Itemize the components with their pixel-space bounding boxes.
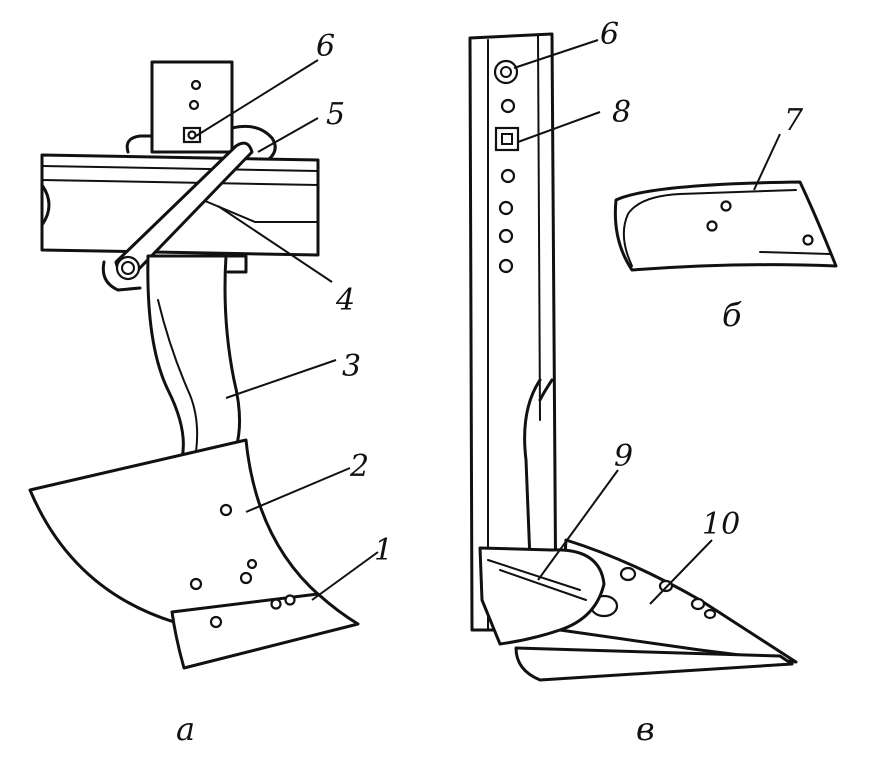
label-7: 7 xyxy=(784,103,804,138)
beam-flange xyxy=(197,197,319,223)
wing-hole xyxy=(706,220,718,232)
share-hole xyxy=(690,597,706,611)
wing-edge xyxy=(627,189,797,215)
rack-hole xyxy=(500,168,516,184)
rack-hole xyxy=(498,228,514,244)
beam-edge xyxy=(41,179,319,186)
rack-brace-top xyxy=(538,378,554,402)
label-3: 3 xyxy=(342,349,361,384)
mouldboard-hole xyxy=(219,503,233,517)
wing-edge xyxy=(622,213,633,267)
leaders-figure-v xyxy=(513,39,781,605)
share-base-plate xyxy=(514,646,794,682)
leader-3 xyxy=(225,359,337,399)
leader-6-right xyxy=(513,39,599,69)
label-10: 10 xyxy=(702,507,740,542)
label-6-left: 6 xyxy=(316,29,335,64)
leader-4 xyxy=(217,205,333,283)
leader-7 xyxy=(753,133,781,191)
u-bolt-lower-boss xyxy=(101,260,142,292)
rack-brace xyxy=(523,378,542,562)
figure-v-assembly xyxy=(468,32,838,682)
label-8: 8 xyxy=(612,95,631,130)
label-9: 9 xyxy=(614,439,633,474)
subfigure-label-a: а xyxy=(176,710,195,748)
leader-10 xyxy=(649,539,713,605)
bolt-8-inner xyxy=(501,133,513,145)
chisel-share-10 xyxy=(558,538,798,664)
subfigure-label-b: б xyxy=(722,296,742,334)
label-5: 5 xyxy=(326,97,345,132)
label-1: 1 xyxy=(374,533,393,568)
wing-slot xyxy=(759,251,831,255)
knife-edge xyxy=(487,559,581,591)
label-4: 4 xyxy=(335,283,355,318)
share-hole xyxy=(284,594,296,606)
leader-6-left xyxy=(195,59,319,137)
leader-8 xyxy=(517,111,601,143)
u-bolt-nut-inner xyxy=(121,261,135,275)
subfigure-label-v: в xyxy=(636,710,655,748)
bolt-6-right-inner xyxy=(500,66,512,78)
share-1 xyxy=(170,592,360,670)
mouldboard-hole xyxy=(189,577,203,591)
rack-standard xyxy=(468,32,558,632)
stand-edge xyxy=(157,299,199,453)
clamp-hole xyxy=(188,99,200,111)
leader-5 xyxy=(257,117,319,153)
share-hole xyxy=(270,598,282,610)
leaders-figure-a xyxy=(195,59,379,601)
mouldboard-hole xyxy=(239,571,253,585)
mouldboard-2 xyxy=(28,438,322,624)
knife-9 xyxy=(478,546,606,646)
beam-edge xyxy=(41,165,319,172)
rack-hole xyxy=(498,200,514,216)
share-hole xyxy=(703,608,717,620)
mouldboard-hole xyxy=(246,558,258,570)
u-bolt-nut xyxy=(115,255,141,281)
label-2: 2 xyxy=(349,449,369,484)
boss-left xyxy=(125,134,154,154)
stand-3 xyxy=(146,254,242,460)
leader-1 xyxy=(311,551,379,601)
wing-hole xyxy=(720,200,732,212)
rack-hole xyxy=(500,98,516,114)
leader-9 xyxy=(537,469,619,581)
rack-edge xyxy=(537,35,541,421)
label-6-right: 6 xyxy=(600,17,619,52)
bolt-8-square xyxy=(494,126,520,152)
wing-7 xyxy=(613,180,838,272)
rack-hole xyxy=(498,258,514,274)
boss-right xyxy=(230,124,277,162)
bolt-6-right xyxy=(493,59,519,85)
clamp-hole xyxy=(190,79,202,91)
part-labels: 6 5 4 3 2 1 6 8 7 9 10 а б в xyxy=(176,17,804,748)
figure-a-assembly xyxy=(28,60,360,670)
share-hole xyxy=(619,566,637,582)
bolt-6-head xyxy=(187,130,197,140)
leader-2 xyxy=(245,467,351,513)
share-hole xyxy=(209,615,223,629)
knife-edge xyxy=(499,569,587,601)
wing-hole xyxy=(802,234,814,246)
beam-break xyxy=(40,183,51,227)
stand-clip xyxy=(226,254,248,274)
